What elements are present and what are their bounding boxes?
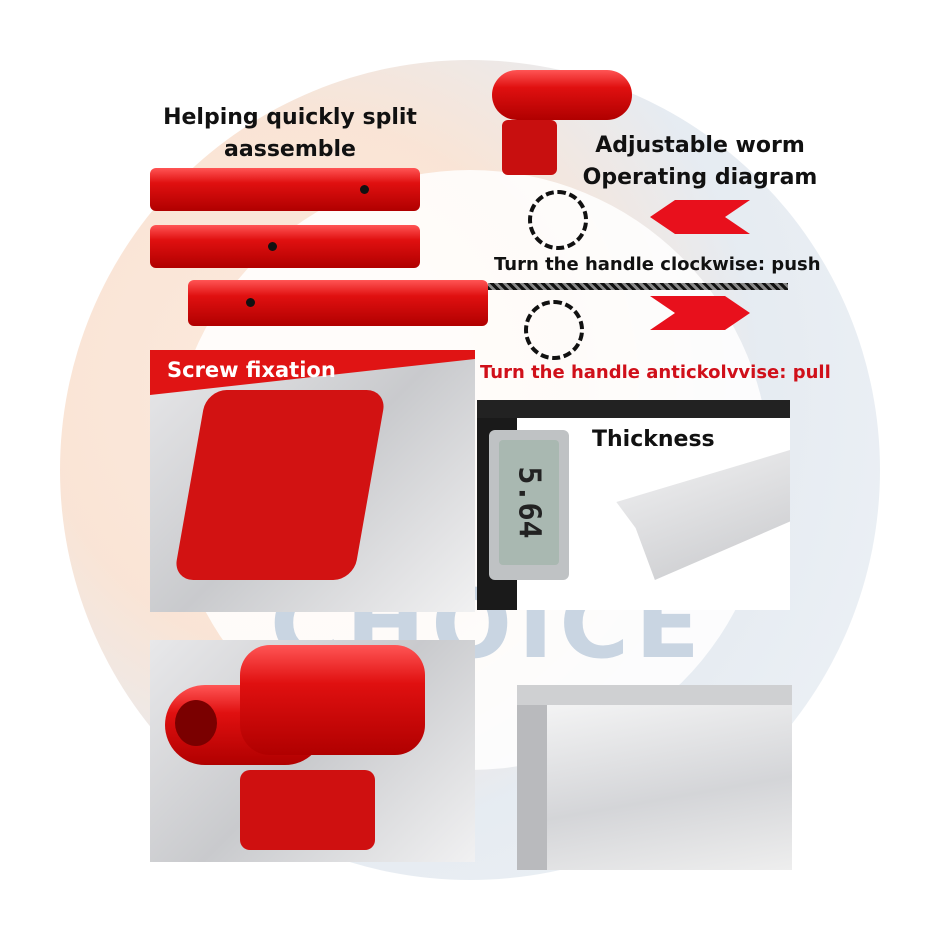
tube-2 [150, 225, 420, 268]
split-title-line1: Helping quickly split [163, 105, 417, 130]
clockwise-icon [528, 190, 588, 250]
screw-fixation-label: Screw fixation [167, 358, 336, 382]
tube-hole [360, 185, 369, 194]
split-title-line2: aassemble [224, 137, 356, 162]
bar-profile-panel [517, 685, 792, 870]
thickness-label: Thickness [592, 427, 715, 452]
worm-mount-panel [150, 640, 475, 862]
worm-title-line1: Adjustable worm [595, 133, 805, 158]
tube-hole [246, 298, 255, 307]
screw-fixation-panel: Screw fixation [150, 350, 475, 612]
tube-3 [188, 280, 488, 326]
worm-title: Adjustable worm Operating diagram [570, 130, 830, 194]
split-title: Helping quickly split aassemble [140, 102, 440, 166]
anticlockwise-icon [524, 300, 584, 360]
tube-hole [268, 242, 277, 251]
push-instruction: Turn the handle clockwise: push [494, 254, 821, 275]
worm-title-line2: Operating diagram [582, 165, 818, 190]
caliper-reading: 5.64 [511, 466, 547, 539]
pull-instruction: Turn the handle antickolvvise: pull [480, 362, 831, 383]
tube-1 [150, 168, 420, 211]
thickness-panel: 5.64 Thickness [477, 400, 790, 610]
worm-part-image [472, 70, 637, 185]
worm-screw-bar [488, 283, 788, 290]
